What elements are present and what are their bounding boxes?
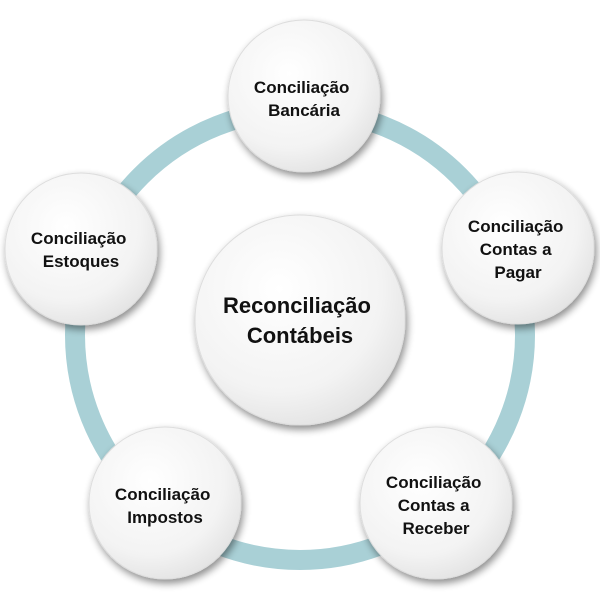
- node-label-line-2: Bancária: [268, 101, 340, 120]
- node-label-line-1: Conciliação: [468, 217, 563, 236]
- center-title-line-1: Reconciliação: [223, 293, 371, 318]
- center-node: Reconciliação Contábeis: [194, 214, 406, 426]
- node-label-line-3: Pagar: [494, 263, 542, 282]
- node-circle: [359, 426, 513, 580]
- node-circle: [4, 172, 158, 326]
- node-conciliacao-bancaria: Conciliação Bancária: [227, 19, 381, 173]
- node-circle: [88, 426, 242, 580]
- node-label-line-3: Receber: [402, 519, 469, 538]
- center-title-line-2: Contábeis: [247, 323, 353, 348]
- node-conciliacao-impostos: Conciliação Impostos: [88, 426, 242, 580]
- node-label-line-2: Contas a: [480, 240, 552, 259]
- node-conciliacao-estoques: Conciliação Estoques: [4, 172, 158, 326]
- node-label: Conciliação Contas a Receber: [386, 473, 486, 538]
- node-conciliacao-contas-a-pagar: Conciliação Contas a Pagar: [441, 171, 595, 325]
- node-label: Conciliação Bancária: [254, 78, 354, 120]
- node-label-line-1: Conciliação: [254, 78, 349, 97]
- node-label: Conciliação Estoques: [31, 229, 131, 271]
- node-circle: [441, 171, 595, 325]
- node-circle: [227, 19, 381, 173]
- node-label-line-2: Contas a: [398, 496, 470, 515]
- node-conciliacao-contas-a-receber: Conciliação Contas a Receber: [359, 426, 513, 580]
- node-label-line-1: Conciliação: [31, 229, 126, 248]
- center-title: Reconciliação Contábeis: [223, 293, 377, 348]
- node-label-line-2: Impostos: [127, 508, 203, 527]
- node-label: Conciliação Impostos: [115, 485, 215, 527]
- node-label: Conciliação Contas a Pagar: [468, 217, 568, 282]
- node-label-line-2: Estoques: [43, 252, 120, 271]
- center-circle: [194, 214, 406, 426]
- node-label-line-1: Conciliação: [115, 485, 210, 504]
- node-label-line-1: Conciliação: [386, 473, 481, 492]
